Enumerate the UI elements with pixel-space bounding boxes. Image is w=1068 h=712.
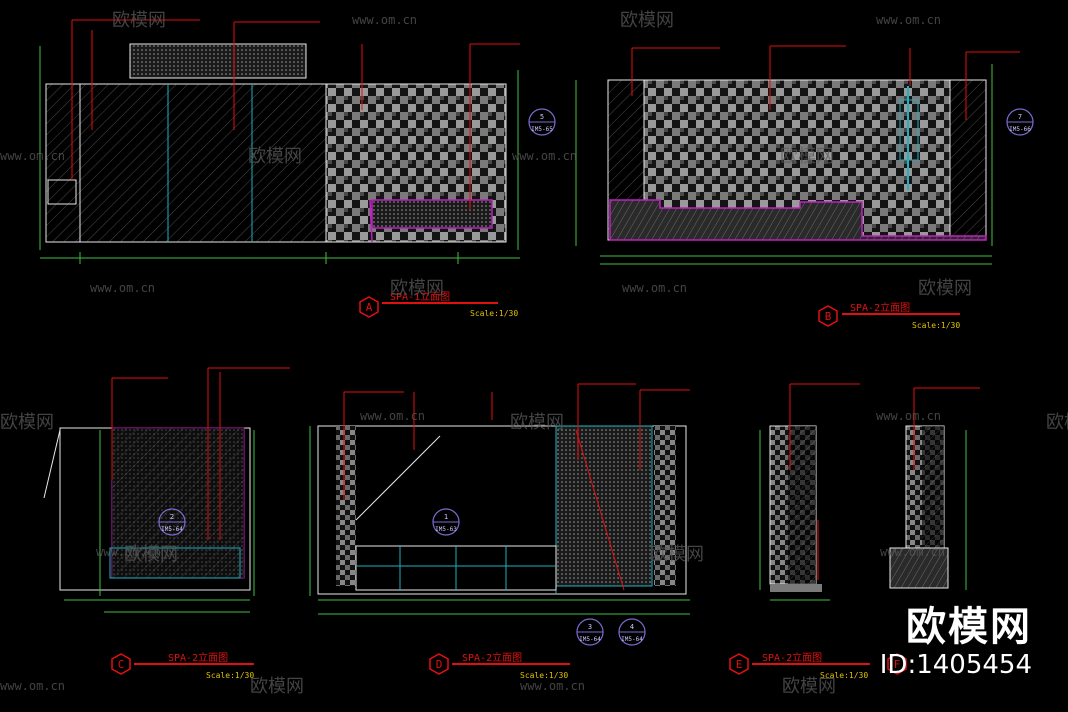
watermark-brand: 欧模网 <box>620 10 674 31</box>
watermark-site: www.om.cn <box>622 281 687 295</box>
watermark-layer: www.om.cn www.om.cn www.om.cn www.om.cn … <box>0 10 1068 697</box>
elevation-scale: Scale:1/30 <box>912 321 960 330</box>
section-bubble: 1 IM5-63 <box>432 508 460 536</box>
elevation-d-drawing <box>309 383 690 615</box>
elevation-letter: E <box>736 658 743 671</box>
watermark-brand: 欧模网 <box>918 278 972 299</box>
elevation-title-d: D SPA-2立面图 Scale:1/30 <box>429 651 570 680</box>
elevation-scale: Scale:1/30 <box>206 671 254 680</box>
watermark-brand: 欧模网 <box>124 544 178 565</box>
watermark-site: www.om.cn <box>876 409 941 423</box>
elevation-scale: Scale:1/30 <box>820 671 868 680</box>
elevation-scale: Scale:1/30 <box>520 671 568 680</box>
elevation-e-drawing <box>759 383 860 601</box>
watermark-site: www.om.cn <box>90 281 155 295</box>
watermark-brand: 欧模网 <box>650 544 704 565</box>
section-bubble: 4 IM5-64 <box>618 618 646 646</box>
elevation-title-f: F <box>887 653 907 675</box>
watermark-site: www.om.cn <box>876 13 941 27</box>
elevation-letter: C <box>118 658 125 671</box>
elevation-a-drawing <box>39 19 520 264</box>
elevation-letter: F <box>894 658 901 671</box>
watermark-site: www.om.cn <box>0 149 65 163</box>
watermark-brand: 欧模网 <box>390 278 444 299</box>
svg-text:2: 2 <box>170 513 174 521</box>
svg-text:3: 3 <box>588 623 592 631</box>
svg-text:1: 1 <box>444 513 448 521</box>
svg-text:7: 7 <box>1018 113 1022 121</box>
watermark-site: www.om.cn <box>512 149 577 163</box>
elevation-title: SPA-1立面图 <box>390 290 450 303</box>
svg-text:IM5-63: IM5-63 <box>435 526 457 533</box>
watermark-site: www.om.cn <box>520 679 585 693</box>
section-bubble: 7 IM5-66 <box>1006 108 1034 136</box>
svg-text:IM5-64: IM5-64 <box>579 636 601 643</box>
watermark-brand: 欧模网 <box>112 10 166 31</box>
id-watermark: 欧模网 ID:1405454 <box>880 604 1032 680</box>
elevation-b-drawing <box>575 45 1020 265</box>
watermark-brand: 欧模网 <box>782 676 836 697</box>
watermark-site: www.om.cn <box>96 545 161 559</box>
watermark-brand: 欧模网 <box>250 676 304 697</box>
elevation-title: SPA-2立面图 <box>850 301 910 314</box>
section-bubble: 2 IM5-64 <box>158 508 186 536</box>
watermark-brand: 欧模网 <box>510 412 564 433</box>
svg-text:IM5-64: IM5-64 <box>621 636 643 643</box>
section-bubble: 5 IM5-65 <box>528 108 556 136</box>
elevation-title: SPA-2立面图 <box>762 651 822 664</box>
svg-text:IM5-64: IM5-64 <box>161 526 183 533</box>
svg-text:5: 5 <box>540 113 544 121</box>
watermark-site: www.om.cn <box>352 13 417 27</box>
section-bubble: 3 IM5-64 <box>576 618 604 646</box>
svg-text:IM5-66: IM5-66 <box>1009 126 1031 133</box>
watermark-brand: 欧模网 <box>780 146 834 167</box>
elevation-title: SPA-2立面图 <box>462 651 522 664</box>
watermark-brand: 欧模网 <box>0 412 54 433</box>
elevation-letter: A <box>366 301 373 314</box>
elevation-f-drawing <box>889 387 980 590</box>
id-number: ID:1405454 <box>879 650 1032 680</box>
watermark-site: www.om.cn <box>880 545 945 559</box>
elevation-title-c: C SPA-2立面图 Scale:1/30 <box>111 651 254 680</box>
watermark-site: www.om.cn <box>0 679 65 693</box>
svg-text:4: 4 <box>630 623 634 631</box>
watermark-brand: 欧模网 <box>248 146 302 167</box>
elevation-letter: B <box>825 310 832 323</box>
elevation-c-drawing <box>43 367 290 613</box>
elevation-title-b: B SPA-2立面图 Scale:1/30 <box>818 301 960 330</box>
watermark-site: www.om.cn <box>360 409 425 423</box>
watermark-brand: 欧模网 <box>1046 412 1068 433</box>
elevation-letter: D <box>436 658 443 671</box>
elevation-scale: Scale:1/30 <box>470 309 518 318</box>
elevation-title-e: E SPA-2立面图 Scale:1/30 <box>729 651 870 680</box>
elevation-title-a: A SPA-1立面图 Scale:1/30 <box>359 290 518 318</box>
id-logo: 欧模网 <box>906 604 1032 650</box>
svg-text:IM5-65: IM5-65 <box>531 126 553 133</box>
elevation-title: SPA-2立面图 <box>168 651 228 664</box>
